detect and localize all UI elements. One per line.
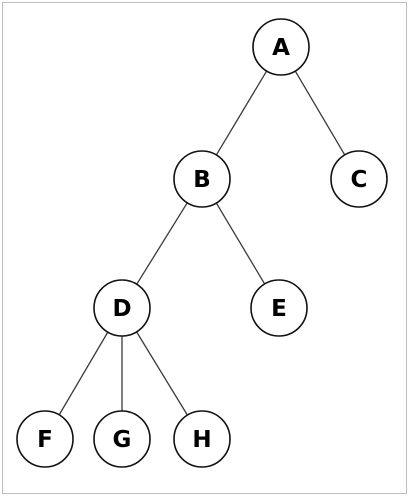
node-label-c: C [351, 167, 368, 193]
tree-node-e: E [250, 279, 308, 337]
tree-edges [58, 70, 346, 416]
edge-a-c [294, 70, 346, 156]
tree-node-a: A [252, 18, 310, 76]
edge-d-h [136, 331, 188, 416]
node-label-h: H [192, 427, 211, 453]
node-label-e: E [271, 296, 287, 322]
tree-node-c: C [330, 150, 388, 208]
tree-node-h: H [173, 410, 231, 468]
edge-b-d [136, 202, 188, 285]
tree-node-b: B [173, 150, 231, 208]
tree-nodes: A B C D E F G H [16, 18, 388, 468]
edge-d-f [58, 331, 109, 416]
edge-a-b [215, 70, 268, 156]
tree-node-f: F [16, 410, 74, 468]
edge-b-e [215, 202, 266, 285]
tree-node-d: D [93, 279, 151, 337]
node-label-f: F [37, 427, 53, 453]
node-label-g: G [113, 427, 132, 453]
tree-node-g: G [93, 410, 151, 468]
node-label-b: B [193, 167, 211, 193]
node-label-d: D [112, 296, 131, 322]
node-label-a: A [272, 35, 290, 61]
